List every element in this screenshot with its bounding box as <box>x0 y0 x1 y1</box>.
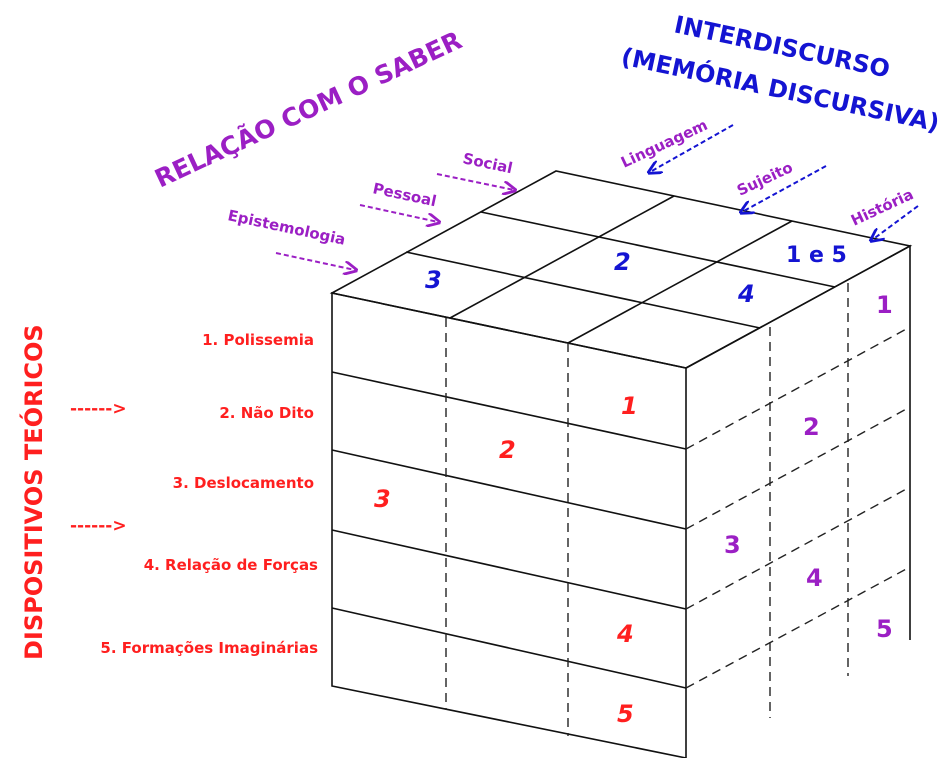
front-number-4: 4 <box>616 620 634 648</box>
arrow-historia <box>872 205 919 240</box>
side-number-2: 2 <box>803 413 820 441</box>
top-number-3: 3 <box>425 266 442 294</box>
interdiscurso-item-sujeito: Sujeito <box>734 158 795 199</box>
front-number-5: 5 <box>617 700 634 728</box>
side-number-1: 1 <box>876 291 893 319</box>
dispositivo-item-formacoes-imaginarias: 5. Formações Imaginárias <box>100 639 318 657</box>
side-number-4: 4 <box>806 564 823 592</box>
saber-item-social: Social <box>461 149 514 177</box>
front-number-2: 2 <box>499 436 516 464</box>
dispositivo-item-deslocamento: 3. Deslocamento <box>173 474 314 492</box>
interdiscurso-item-linguagem: Linguagem <box>618 116 710 172</box>
title-dispositivos-teoricos: DISPOSITIVOS TEÓRICOS <box>18 324 48 660</box>
side-number-5: 5 <box>876 615 893 643</box>
saber-item-epistemologia: Epistemologia <box>226 206 347 249</box>
top-number-2: 2 <box>614 248 631 276</box>
arrow-epistemologia <box>275 252 355 270</box>
title-relacao-com-o-saber: RELAÇÃO COM O SABER <box>150 26 466 194</box>
interdiscurso-item-historia: História <box>848 185 916 230</box>
arrow-dispositivos-1: ------> <box>70 399 127 419</box>
arrow-pessoal <box>359 204 438 222</box>
side-number-3: 3 <box>724 531 741 559</box>
arrow-social <box>436 173 514 190</box>
dispositivo-item-nao-dito: 2. Não Dito <box>219 404 314 422</box>
saber-item-pessoal: Pessoal <box>371 179 438 210</box>
top-number-1e5: 1 e 5 <box>786 243 847 268</box>
top-number-4: 4 <box>737 280 755 308</box>
dispositivo-item-polissemia: 1. Polissemia <box>202 331 314 349</box>
dispositivo-item-relacao-de-forcas: 4. Relação de Forças <box>144 556 318 574</box>
front-number-3: 3 <box>374 485 391 513</box>
front-number-1: 1 <box>621 392 638 420</box>
cube-front-face <box>331 292 687 758</box>
cube-side-face <box>685 244 911 718</box>
arrow-dispositivos-2: ------> <box>70 516 127 536</box>
